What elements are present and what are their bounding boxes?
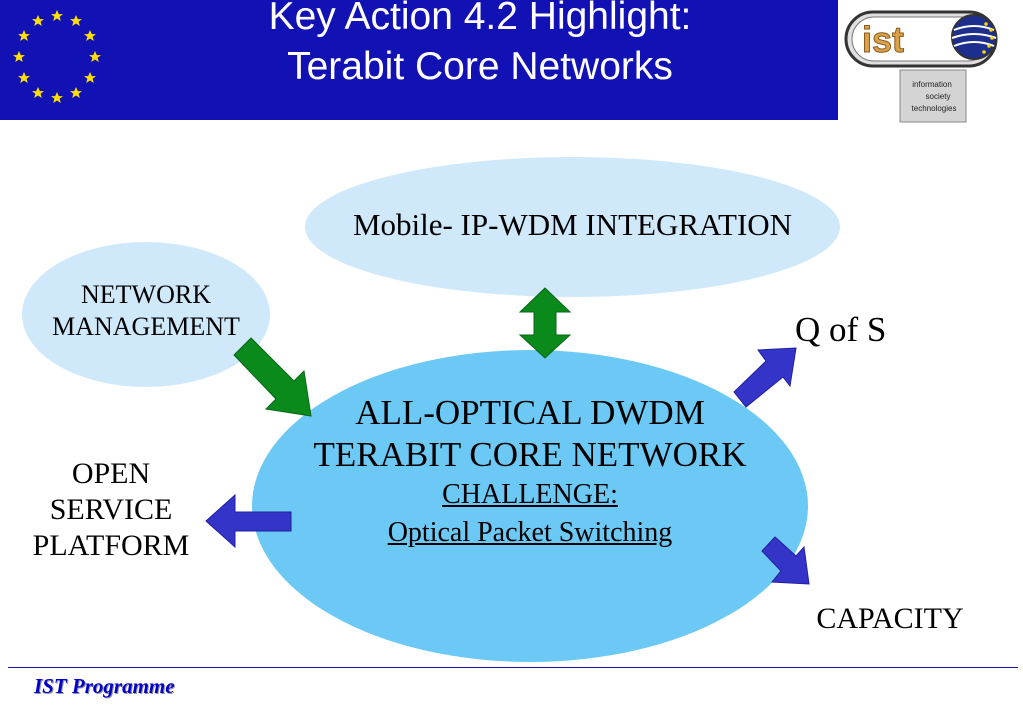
network-management-line-1: NETWORK xyxy=(81,280,211,309)
eu-flag-icon xyxy=(13,10,101,103)
network-management-label: NETWORK MANAGEMENT xyxy=(22,279,270,343)
capacity-label: CAPACITY xyxy=(816,602,964,635)
title-line-2: Terabit Core Networks xyxy=(287,45,673,88)
core-network-label: ALL-OPTICAL DWDM TERABIT CORE NETWORK CH… xyxy=(252,392,808,552)
footer-divider xyxy=(8,667,1018,668)
footer-label: IST Programme xyxy=(34,674,175,698)
core-challenge-detail: Optical Packet Switching xyxy=(387,517,673,548)
slide-title: Key Action 4.2 Highlight: Terabit Core N… xyxy=(150,0,810,92)
capacity-arrow-icon xyxy=(761,536,810,585)
mobile-integration-ellipse xyxy=(305,157,840,297)
double-arrow-icon xyxy=(518,287,572,359)
header-banner: Key Action 4.2 Highlight: Terabit Core N… xyxy=(0,0,840,120)
open-service-line-2: SERVICE xyxy=(49,493,173,526)
title-line-1: Key Action 4.2 Highlight: xyxy=(268,0,692,38)
network-management-line-2: MANAGEMENT xyxy=(52,312,240,341)
ist-logo-sub-1: information xyxy=(912,80,952,89)
ist-logo-sub-3: technologies xyxy=(912,104,957,113)
core-challenge: CHALLENGE: xyxy=(442,479,618,510)
open-service-line-3: PLATFORM xyxy=(32,529,190,562)
qos-label: Q of S xyxy=(795,310,887,349)
core-line-1: ALL-OPTICAL DWDM xyxy=(355,393,705,432)
core-line-2: TERABIT CORE NETWORK xyxy=(313,435,747,474)
mobile-integration-label: Mobile- IP-WDM INTEGRATION xyxy=(352,207,793,242)
open-service-arrow-icon xyxy=(205,493,292,549)
ist-logo-text: ist xyxy=(862,19,904,60)
ist-logo-sub-2: society xyxy=(926,92,951,101)
ist-logo-icon: ist information society technologies xyxy=(838,0,1023,125)
network-management-ellipse xyxy=(22,242,270,387)
core-network-ellipse xyxy=(252,350,808,662)
open-service-platform-label: OPEN SERVICE PLATFORM xyxy=(0,456,222,564)
qos-arrow-icon xyxy=(733,347,797,408)
open-service-line-1: OPEN xyxy=(71,457,151,490)
management-arrow-icon xyxy=(233,337,312,417)
